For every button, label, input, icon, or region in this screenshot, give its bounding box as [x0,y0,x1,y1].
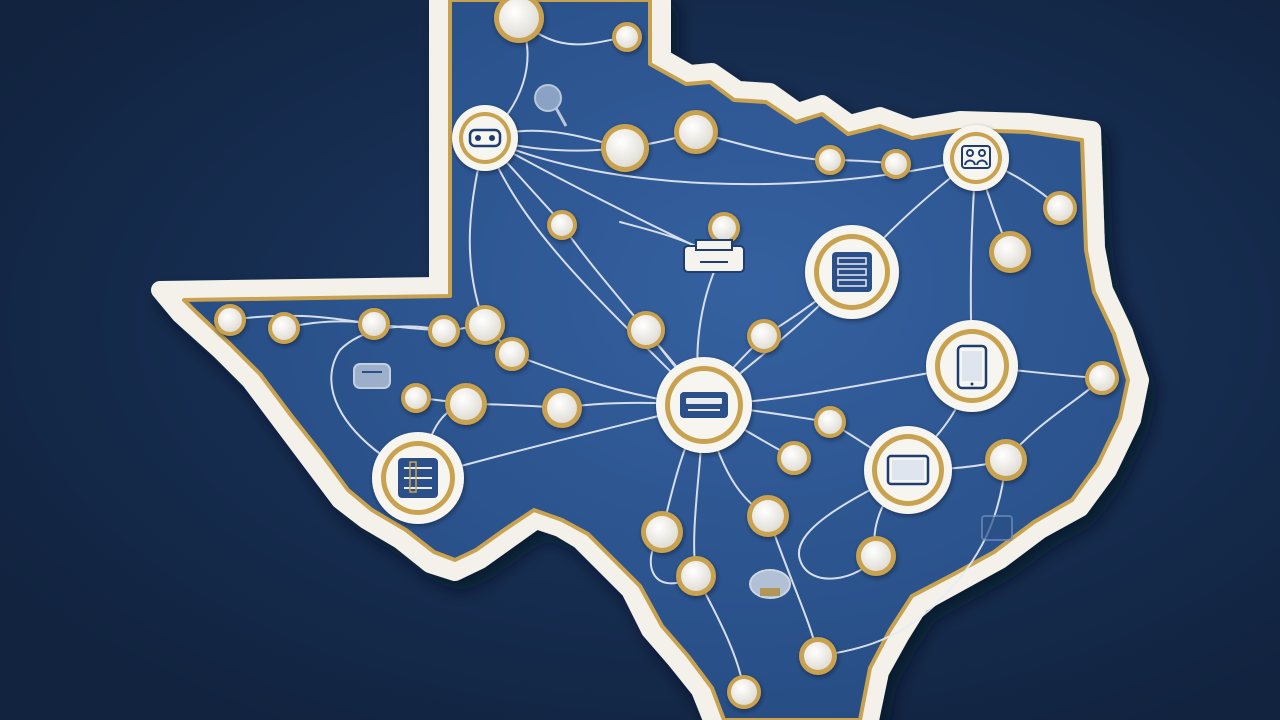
network-node [989,231,1031,273]
hub-phone [926,320,1018,412]
small-nodes [214,0,1119,709]
network-node [881,149,911,179]
network-node [542,388,582,428]
server-icon [832,252,872,292]
network-node [814,406,846,438]
network-node [641,511,683,553]
network-node [465,305,505,345]
tablet-icon [886,454,930,486]
hub-west-server [372,432,464,524]
network-node [676,556,716,596]
network-node [799,637,837,675]
network-node [601,124,649,172]
hub-north-vr [452,105,518,171]
hub-tablet [864,426,952,514]
hub-central-router [656,357,752,453]
network-node [815,145,845,175]
network-node [428,315,460,347]
search-magnifier-icon [534,84,568,127]
network-node [214,304,246,336]
server-stack-icon [398,458,438,498]
network-node [268,312,300,344]
network-node [1085,361,1119,395]
router-icon [680,392,728,418]
network-node [985,439,1027,481]
network-node [547,210,577,240]
network-node [445,383,487,425]
storage-drive-icon [353,363,391,389]
network-node [747,319,781,353]
hub-northeast-team [943,125,1009,191]
network-node [612,22,642,52]
network-node [747,495,789,537]
monitor-glyph-icon [981,515,1013,541]
drone-glyph-icon [749,569,791,599]
network-node [1043,191,1077,225]
network-node [494,0,544,43]
network-node [495,337,529,371]
network-node [627,311,665,349]
network-node [727,675,761,709]
network-node [674,110,718,154]
network-node [777,441,811,475]
smartphone-icon [956,344,988,390]
texas-map-fill [182,0,1130,720]
network-node [358,308,390,340]
network-node [856,536,896,576]
network-node [708,212,740,244]
network-node [401,383,431,413]
vr-headset-icon [468,128,502,148]
people-icon [961,145,991,169]
printer-icon [683,239,745,273]
hub-east-server [805,225,899,319]
